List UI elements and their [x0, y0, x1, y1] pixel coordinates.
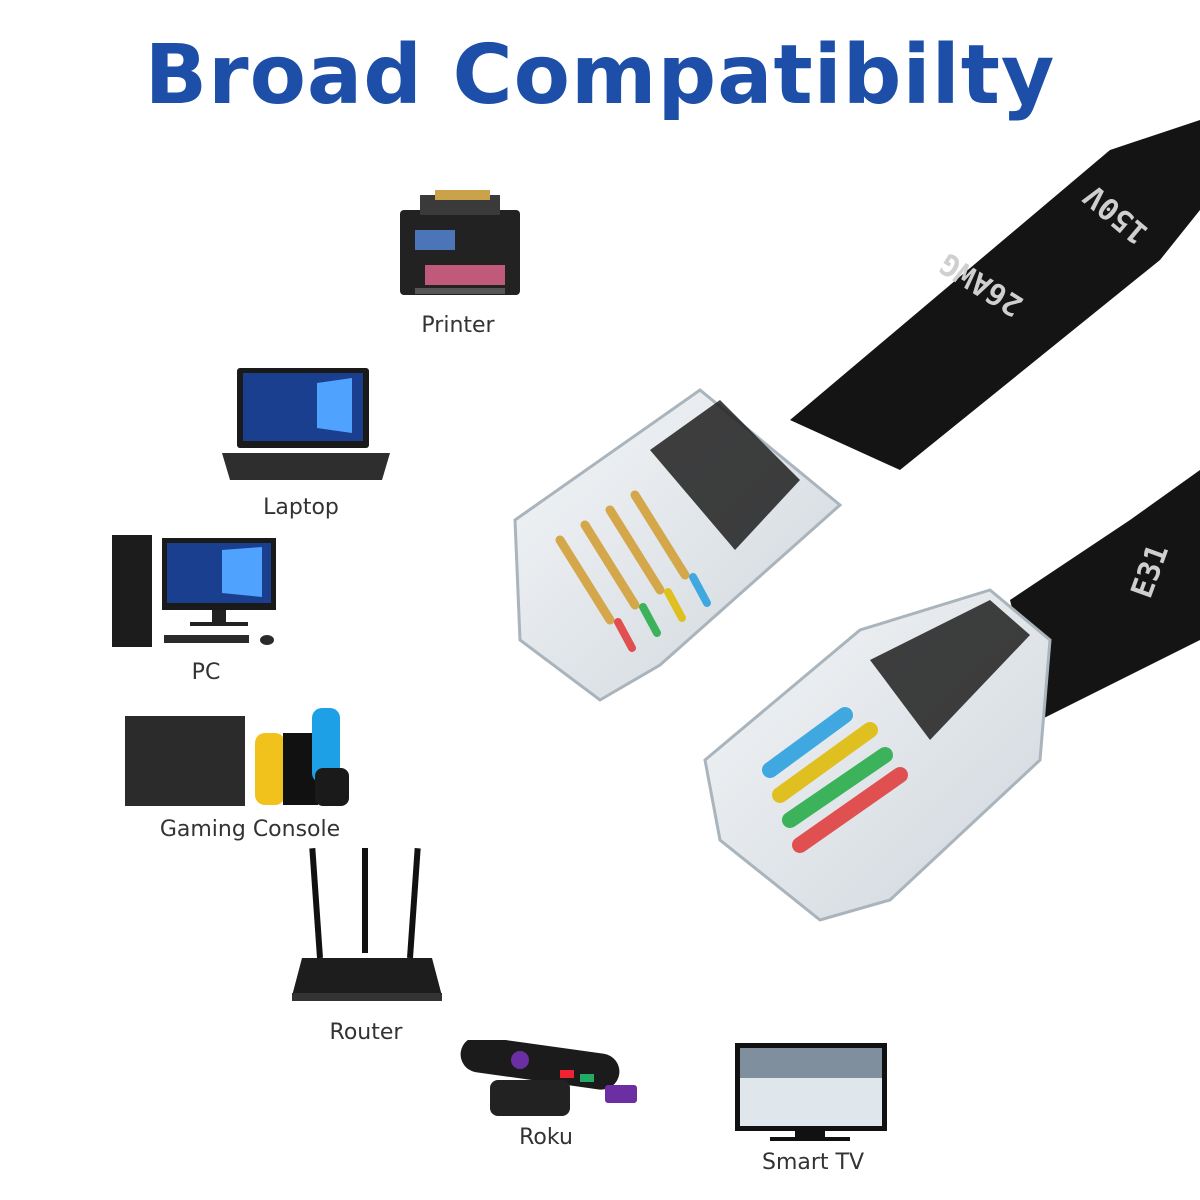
device-label-gaming-console: Gaming Console [159, 817, 341, 842]
router-icon [292, 848, 442, 1001]
cable-upper [790, 120, 1200, 470]
gaming-console-icon [125, 708, 349, 806]
device-roku [455, 1040, 645, 1120]
device-router [292, 848, 442, 1003]
device-label-laptop: Laptop [263, 495, 339, 520]
rj11-plug-lower [703, 588, 1052, 922]
cable-lower [1010, 470, 1200, 720]
device-laptop [222, 368, 390, 483]
device-label-roku: Roku [519, 1125, 573, 1150]
smart-tv-icon [735, 1043, 887, 1141]
device-pc [112, 535, 280, 650]
rj11-plug-upper [513, 388, 843, 702]
device-smart-tv [735, 1043, 887, 1143]
device-label-smart-tv: Smart TV [761, 1150, 865, 1175]
device-printer [390, 190, 530, 305]
device-label-pc: PC [191, 660, 221, 685]
page-title: Broad Compatibilty [144, 28, 1056, 123]
printer-icon [400, 190, 520, 295]
device-gaming-console [125, 708, 351, 808]
desktop-pc-icon [112, 535, 276, 647]
device-label-printer: Printer [421, 313, 495, 338]
laptop-icon [222, 368, 390, 480]
roku-streaming-icon [460, 1040, 637, 1116]
device-label-router: Router [329, 1020, 403, 1045]
